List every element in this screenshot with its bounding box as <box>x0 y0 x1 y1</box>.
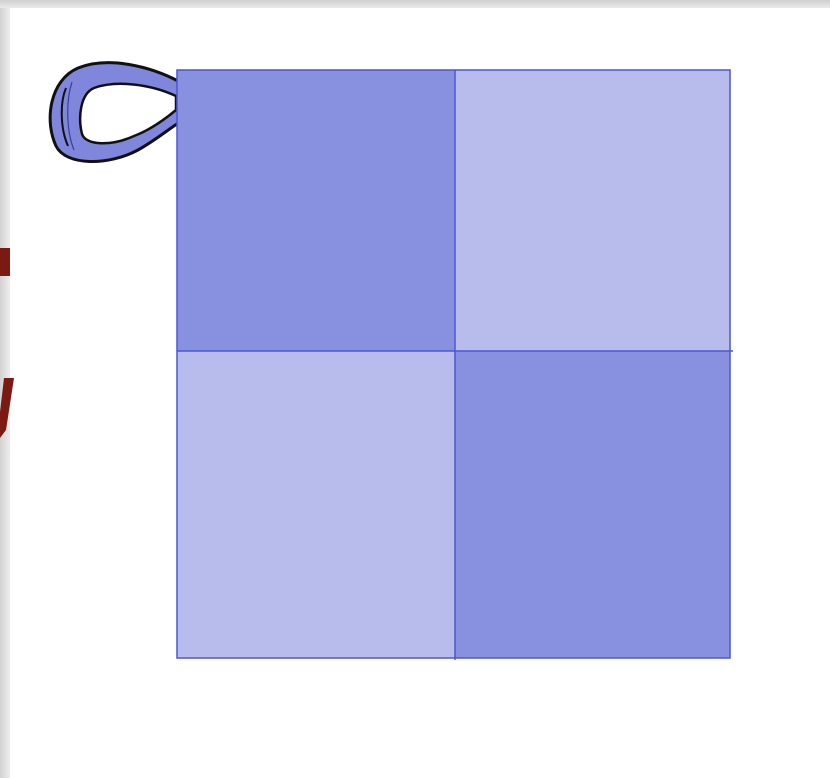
hanging-loop-icon <box>50 63 180 162</box>
grid-cell-1-0 <box>177 351 455 658</box>
grid-cell-0-0 <box>177 70 455 351</box>
grid-cells <box>177 70 730 658</box>
grid-cell-1-1 <box>455 351 730 658</box>
grid-cell-0-1 <box>455 70 730 351</box>
side-text-fragment <box>0 248 14 438</box>
